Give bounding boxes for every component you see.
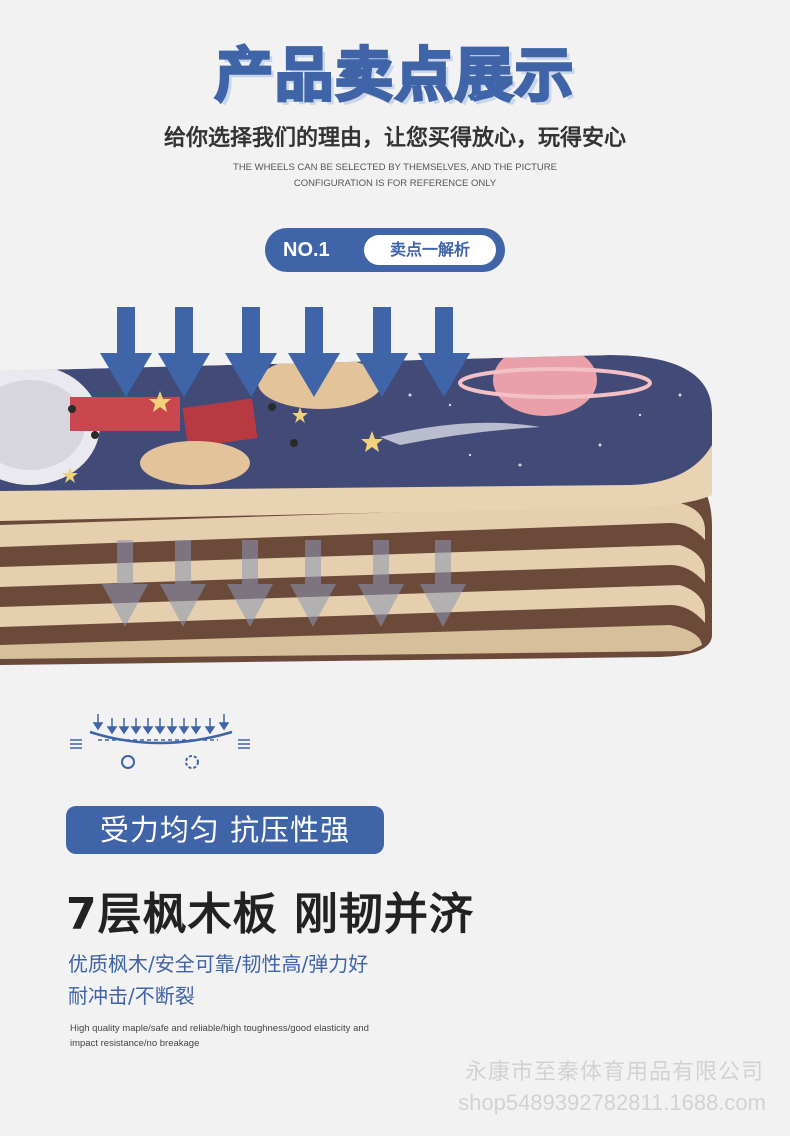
arrow-down-icon (420, 540, 466, 627)
top-ply-edge (0, 420, 712, 521)
arrow-down-icon (288, 307, 340, 397)
arrow-down-icon (418, 307, 470, 397)
deck-cross-section-illustration (0, 307, 712, 665)
english-subtitle-line-1: THE WHEELS CAN BE SELECTED BY THEMSELVES… (233, 162, 557, 173)
feature-english-description: High quality maple/safe and reliable/hig… (70, 1021, 450, 1051)
feature-english-line-2: impact resistance/no breakage (70, 1038, 200, 1049)
feature-description-line-1: 优质枫木/安全可靠/韧性高/弹力好 (68, 952, 369, 976)
arrow-down-icon (290, 540, 336, 627)
arrow-down-icon (225, 307, 277, 397)
page-subtitle: 给你选择我们的理由，让您买得放心，玩得安心 (163, 126, 626, 151)
arrow-down-icon (160, 540, 206, 627)
selling-point-pill: NO.1 卖点一解析 (265, 228, 505, 272)
selling-point-number: NO.1 (283, 239, 330, 261)
feature-badge: 受力均匀 抗压性强 (66, 806, 384, 854)
pressure-arrows-through (102, 540, 466, 627)
arrow-down-icon (102, 540, 148, 627)
feature-description: 优质枫木/安全可靠/韧性高/弹力好 耐冲击/不断裂 (68, 948, 428, 1012)
arrow-down-icon (158, 307, 210, 397)
english-subtitle-line-2: CONFIGURATION IS FOR REFERENCE ONLY (293, 178, 497, 189)
arrow-down-icon (356, 307, 408, 397)
page-title: 产品卖点展示 (213, 40, 575, 111)
arrow-down-icon (100, 307, 152, 397)
deck-graphic (0, 355, 712, 491)
arrow-down-icon (227, 540, 273, 627)
watermark-shop-url: shop5489392782811.1688.com (458, 1090, 766, 1115)
pressure-arrows-top (100, 307, 470, 397)
watermark-company: 永康市至秦体育用品有限公司 (464, 1060, 764, 1085)
skateboard-flex-icon (70, 714, 250, 769)
feature-headline: 7层枫木板 刚韧并济 (66, 889, 474, 940)
arrow-down-icon (358, 540, 404, 627)
feature-english-line-1: High quality maple/safe and reliable/hig… (70, 1023, 369, 1034)
english-subtitle: THE WHEELS CAN BE SELECTED BY THEMSELVES… (195, 160, 595, 192)
selling-point-label: 卖点一解析 (364, 235, 496, 265)
feature-description-line-2: 耐冲击/不断裂 (68, 984, 195, 1008)
